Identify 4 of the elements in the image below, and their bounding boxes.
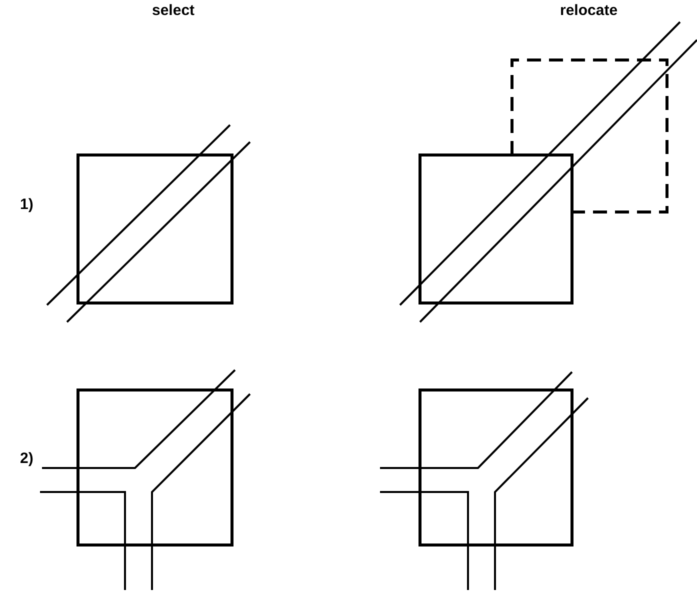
column-heading: relocate [560,2,618,19]
column-heading: select [152,2,195,19]
row-number: 2) [20,450,34,467]
row-number: 1) [20,196,34,213]
